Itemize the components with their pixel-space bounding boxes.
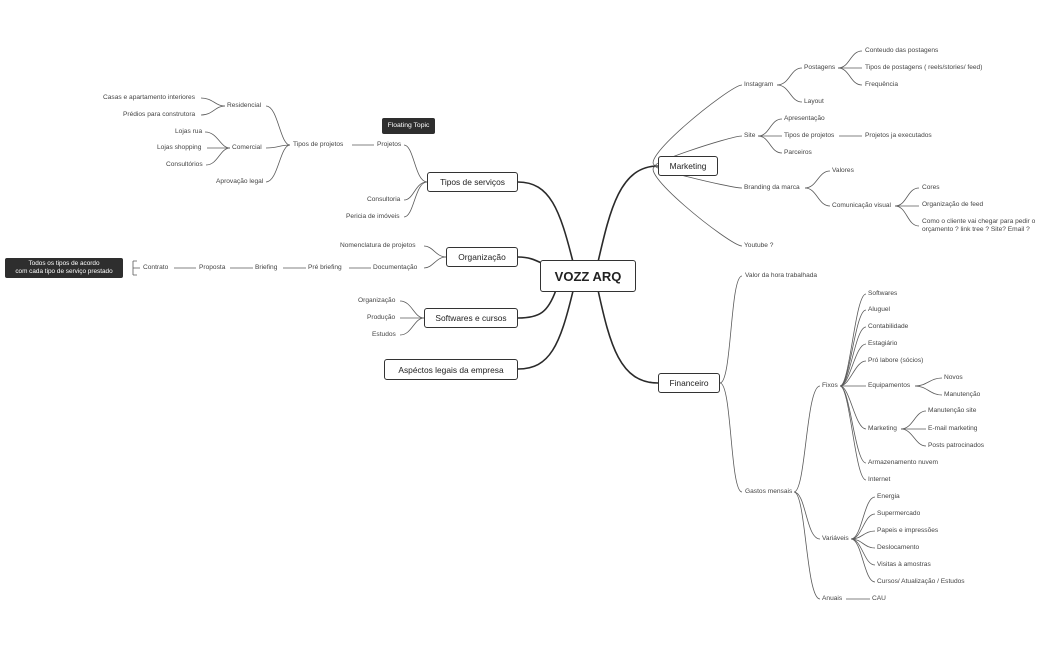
node-softwares[interactable]: Softwares (868, 290, 898, 297)
topic-softwares-cursos[interactable]: Softwares e cursos (424, 308, 518, 328)
node-proposta[interactable]: Proposta (199, 264, 226, 271)
node-predios[interactable]: Prédios para construtora (123, 111, 196, 118)
node-estagiario[interactable]: Estagiário (868, 340, 898, 347)
note-contrato[interactable]: Todos os tipos de acordo com cada tipo d… (5, 258, 123, 278)
topic-financeiro[interactable]: Financeiro (658, 373, 720, 393)
node-aprovacao[interactable]: Aprovação legal (216, 178, 264, 185)
node-consultorios[interactable]: Consultórios (166, 161, 203, 168)
node-mkt-tipos-projetos[interactable]: Tipos de projetos (784, 132, 835, 139)
node-internet[interactable]: Internet (868, 476, 891, 483)
node-pre-briefing[interactable]: Pré briefing (308, 264, 342, 271)
node-lojas-shopping[interactable]: Lojas shopping (157, 144, 202, 151)
node-fin-marketing[interactable]: Marketing (868, 425, 897, 432)
node-papeis[interactable]: Papeis e impressões (877, 527, 939, 534)
node-conteudo[interactable]: Conteudo das postagens (865, 47, 939, 54)
node-apresentacao[interactable]: Apresentação (784, 115, 825, 122)
node-sw-estudos[interactable]: Estudos (372, 331, 396, 338)
node-projetos[interactable]: Projetos (377, 141, 402, 148)
node-lojas-rua[interactable]: Lojas rua (175, 128, 203, 135)
node-residencial[interactable]: Residencial (227, 102, 262, 109)
node-instagram[interactable]: Instagram (744, 81, 774, 88)
node-novos[interactable]: Novos (944, 374, 963, 381)
topic-aspectos-legais[interactable]: Aspéctos legais da empresa (384, 359, 518, 380)
topic-organizacao[interactable]: Organização (446, 247, 518, 267)
node-comunicacao[interactable]: Comunicação visual (832, 202, 892, 209)
node-youtube[interactable]: Youtube ? (744, 242, 774, 249)
node-contrato[interactable]: Contrato (143, 264, 169, 271)
node-consultoria[interactable]: Consultoria (367, 196, 401, 203)
central-topic[interactable]: VOZZ ARQ (540, 260, 636, 292)
node-branding[interactable]: Branding da marca (744, 184, 800, 191)
node-frequencia[interactable]: Frequência (865, 81, 898, 88)
node-energia[interactable]: Energia (877, 493, 900, 500)
node-como-cliente-1[interactable]: Como o cliente vai chegar para pedir o (922, 218, 1036, 225)
node-pro-labore[interactable]: Pró labore (sócios) (868, 357, 924, 364)
node-projetos-executados[interactable]: Projetos ja executados (865, 132, 932, 139)
node-sw-organizacao[interactable]: Organização (358, 297, 396, 304)
node-pericia[interactable]: Pericia de imóveis (346, 213, 400, 220)
node-sw-producao[interactable]: Produção (367, 314, 396, 321)
node-anuais[interactable]: Anuais (822, 595, 843, 602)
node-armazenamento[interactable]: Armazenamento nuvem (868, 459, 939, 466)
node-como-cliente-2[interactable]: orçamento ? link tree ? Site? Email ? (922, 226, 1030, 233)
topic-tipos-servicos[interactable]: Tipos de serviços (427, 172, 518, 192)
node-email-mkt[interactable]: E-mail marketing (928, 425, 978, 432)
node-manut-site[interactable]: Manutenção site (928, 407, 977, 414)
node-documentacao[interactable]: Documentação (373, 264, 418, 271)
node-site[interactable]: Site (744, 132, 756, 139)
node-tipos-projetos[interactable]: Tipos de projetos (293, 141, 344, 148)
node-parceiros[interactable]: Parceiros (784, 149, 812, 156)
node-posts[interactable]: Posts patrocinados (928, 442, 985, 449)
node-aluguel[interactable]: Aluguel (868, 306, 890, 313)
node-contabilidade[interactable]: Contabilidade (868, 323, 909, 330)
node-deslocamento[interactable]: Deslocamento (877, 544, 920, 551)
node-valor-hora[interactable]: Valor da hora trabalhada (745, 272, 818, 279)
node-fixos[interactable]: Fixos (822, 382, 838, 389)
topic-marketing[interactable]: Marketing (658, 156, 718, 176)
node-cores[interactable]: Cores (922, 184, 940, 191)
node-variaveis[interactable]: Variáveis (822, 535, 849, 542)
node-manutencao[interactable]: Manutenção (944, 391, 981, 398)
node-layout[interactable]: Layout (804, 98, 824, 105)
node-casas[interactable]: Casas e apartamento interiores (103, 94, 195, 101)
node-cursos[interactable]: Cursos/ Atualização / Estudos (877, 578, 965, 585)
node-gastos[interactable]: Gastos mensais (745, 488, 793, 495)
node-postagens[interactable]: Postagens (804, 64, 836, 71)
node-nomenclatura[interactable]: Nomenclatura de projetos (340, 242, 416, 249)
node-cau[interactable]: CAU (872, 595, 886, 602)
node-valores[interactable]: Valores (832, 167, 854, 174)
node-supermercado[interactable]: Supermercado (877, 510, 921, 517)
node-visitas[interactable]: Visitas à amostras (877, 561, 931, 568)
node-comercial[interactable]: Comercial (232, 144, 262, 151)
node-tipos-postagens[interactable]: Tipos de postagens ( reels/stories/ feed… (865, 64, 983, 71)
floating-topic[interactable]: Floating Topic (382, 118, 435, 134)
node-briefing[interactable]: Briefing (255, 264, 278, 271)
node-equipamentos[interactable]: Equipamentos (868, 382, 911, 389)
node-org-feed[interactable]: Organização de feed (922, 201, 984, 208)
